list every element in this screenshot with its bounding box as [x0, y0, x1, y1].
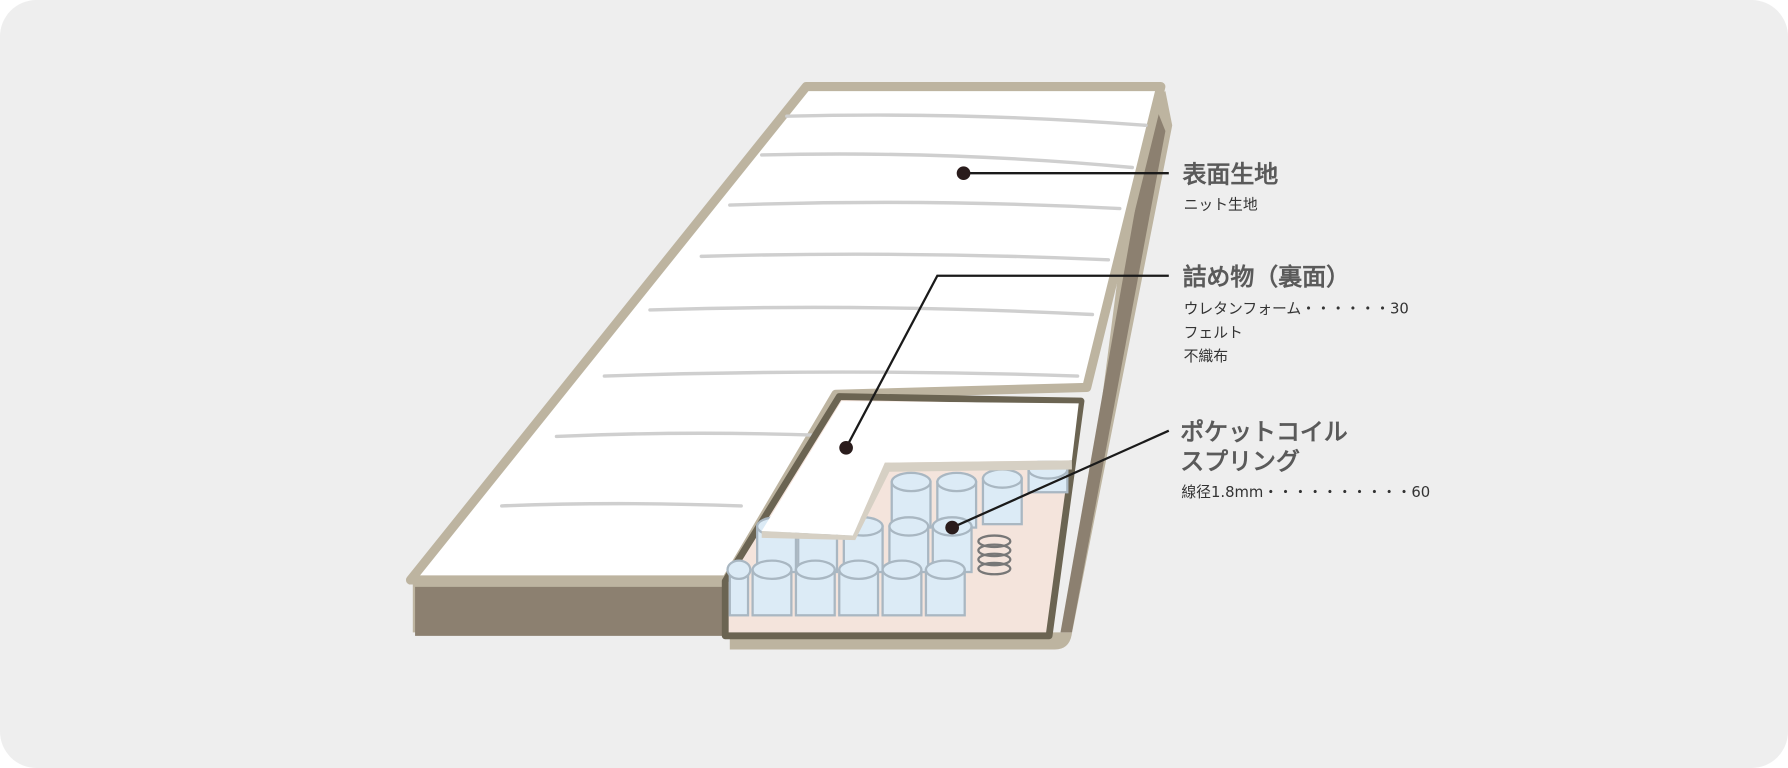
exposed-spring-icon [977, 534, 1012, 576]
callout-dot-surface [956, 166, 971, 181]
filling-layer-edge [761, 460, 1072, 541]
label-surface-detail: ニット生地 [1184, 197, 1258, 214]
label-filling-detail: 不織布 [1184, 348, 1228, 365]
mattress-illustration [405, 82, 1173, 650]
mattress-right-side [1060, 102, 1166, 633]
label-surface-title: 表面生地 [1182, 160, 1278, 188]
mattress-side [415, 586, 726, 636]
callout-lines [845, 172, 1170, 529]
label-coil-title: スプリング [1180, 447, 1300, 475]
filling-layer [761, 401, 1079, 536]
callout-dot-filling [839, 440, 853, 455]
mattress-top-surface [405, 82, 1166, 585]
quilt-lines [500, 113, 1148, 508]
label-coil-detail: 線径1.8mm・・・・・・・・・・60 [1181, 484, 1430, 501]
label-filling-detail: ウレタンフォーム・・・・・・30 [1184, 300, 1409, 317]
label-filling-title: 詰め物（裏面） [1182, 263, 1350, 291]
callout-dot-coil [945, 520, 959, 535]
label-filling-detail: フェルト [1184, 324, 1243, 341]
label-coil-title: ポケットコイル [1180, 418, 1348, 446]
